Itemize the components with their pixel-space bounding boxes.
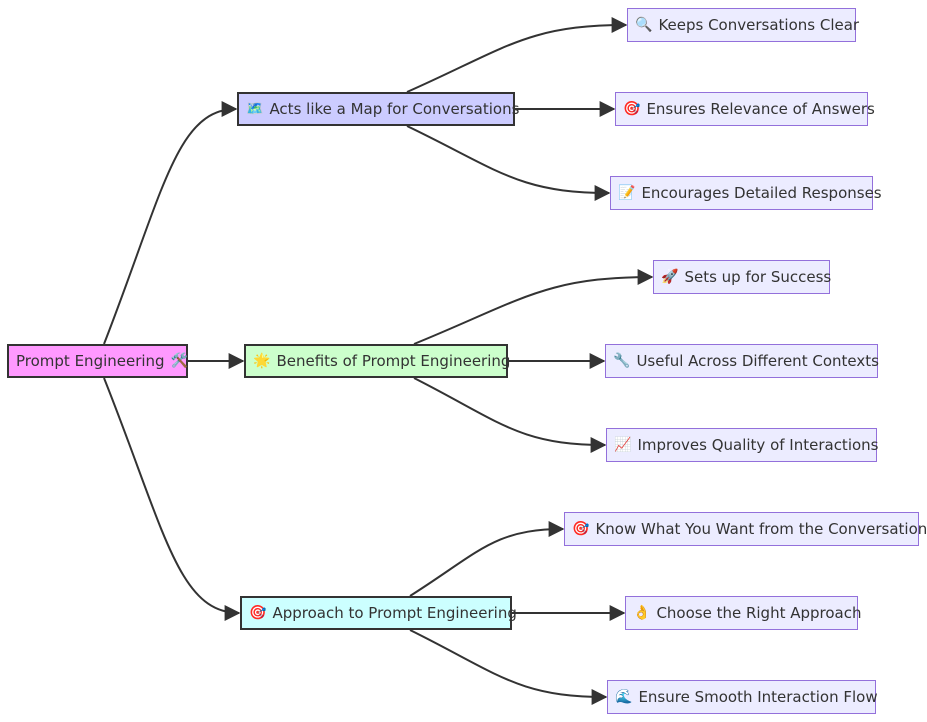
memo-icon: 📝 xyxy=(618,185,636,201)
leaf-label: Keeps Conversations Clear xyxy=(658,16,860,34)
leaf-node[interactable]: 🔧 Useful Across Different Contexts xyxy=(605,344,879,378)
chart-increasing-icon: 📈 xyxy=(614,437,632,453)
leaf-node[interactable]: 🚀 Sets up for Success xyxy=(653,260,832,294)
target-icon: 🎯 xyxy=(572,521,590,537)
edge-branch1-to-leaf2 xyxy=(413,377,607,453)
leaf-node[interactable]: 🎯 Ensures Relevance of Answers xyxy=(615,92,875,126)
leaf-node[interactable]: 🌊 Ensure Smooth Interaction Flow xyxy=(607,680,878,714)
branch-label: Approach to Prompt Engineering xyxy=(272,604,517,622)
leaf-label: Ensures Relevance of Answers xyxy=(646,100,875,118)
branch-node-benefits[interactable]: 🌟 Benefits of Prompt Engineering xyxy=(244,344,511,378)
leaf-label: Sets up for Success xyxy=(684,268,832,286)
leaf-node[interactable]: 👌 Choose the Right Approach xyxy=(625,596,862,630)
branch-label: Acts like a Map for Conversations xyxy=(269,100,520,118)
target-icon: 🎯 xyxy=(623,101,641,117)
magnifying-glass-icon: 🔍 xyxy=(635,17,653,33)
branch-node-map[interactable]: 🗺️ Acts like a Map for Conversations xyxy=(237,92,519,126)
leaf-node[interactable]: 🔍 Keeps Conversations Clear xyxy=(627,8,860,42)
ok-hand-icon: 👌 xyxy=(633,605,651,621)
leaf-label: Useful Across Different Contexts xyxy=(636,352,879,370)
leaf-label: Know What You Want from the Conversation xyxy=(595,520,927,538)
star-icon: 🌟 xyxy=(253,353,271,369)
rocket-icon: 🚀 xyxy=(661,269,679,285)
target-icon: 🎯 xyxy=(249,605,267,621)
wrench-icon: 🔧 xyxy=(613,353,631,369)
leaf-label: Improves Quality of Interactions xyxy=(637,436,879,454)
hammer-and-wrench-icon: 🛠️ xyxy=(170,353,189,369)
edge-root-to-approach xyxy=(103,377,241,621)
root-label: Prompt Engineering xyxy=(16,352,165,370)
root-node[interactable]: Prompt Engineering 🛠️ xyxy=(7,344,188,378)
branch-node-approach[interactable]: 🎯 Approach to Prompt Engineering xyxy=(240,596,517,630)
leaf-label: Encourages Detailed Responses xyxy=(641,184,882,202)
edge-root-to-map xyxy=(103,101,238,345)
leaf-label: Ensure Smooth Interaction Flow xyxy=(638,688,878,706)
edge-branch0-to-leaf2 xyxy=(406,125,611,201)
map-icon: 🗺️ xyxy=(246,101,264,117)
leaf-node[interactable]: 📈 Improves Quality of Interactions xyxy=(606,428,879,462)
edge-branch2-to-leaf0 xyxy=(409,521,565,597)
branch-label: Benefits of Prompt Engineering xyxy=(276,352,511,370)
leaf-node[interactable]: 🎯 Know What You Want from the Conversati… xyxy=(564,512,927,546)
leaf-node[interactable]: 📝 Encourages Detailed Responses xyxy=(610,176,882,210)
water-wave-icon: 🌊 xyxy=(615,689,633,705)
edge-branch2-to-leaf2 xyxy=(409,629,608,705)
leaf-label: Choose the Right Approach xyxy=(656,604,862,622)
edge-branch1-to-leaf0 xyxy=(413,269,654,345)
edge-branch0-to-leaf0 xyxy=(406,17,628,93)
